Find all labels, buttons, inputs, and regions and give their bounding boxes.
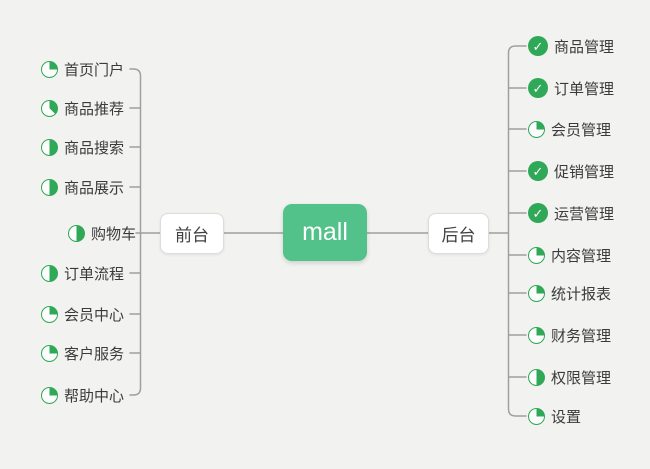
progress-pie-icon bbox=[40, 99, 58, 117]
progress-pie-icon bbox=[40, 138, 58, 156]
progress-pie-icon bbox=[528, 326, 545, 344]
topic-label: 内容管理 bbox=[551, 247, 612, 265]
progress-pie-icon bbox=[528, 246, 545, 264]
mindmap-topic[interactable]: 商品推荐 bbox=[40, 97, 124, 119]
mindmap-topic[interactable]: ✓ 运营管理 bbox=[528, 202, 614, 224]
mindmap-topic[interactable]: 商品搜索 bbox=[40, 136, 124, 158]
mindmap-topic[interactable]: ✓ 订单管理 bbox=[528, 77, 614, 99]
topic-label: 客户服务 bbox=[63, 345, 124, 363]
topic-label: 商品搜索 bbox=[63, 139, 124, 157]
topic-label: 商品推荐 bbox=[63, 100, 124, 118]
progress-pie-icon bbox=[528, 368, 545, 386]
progress-pie-icon bbox=[528, 284, 545, 302]
topic-label: 会员中心 bbox=[63, 306, 124, 324]
mindmap-topic[interactable]: 购物车 bbox=[67, 222, 136, 244]
mindmap-topic[interactable]: 设置 bbox=[528, 405, 581, 427]
mindmap-topic[interactable]: 会员管理 bbox=[528, 118, 611, 140]
mindmap-topic[interactable]: ✓ 商品管理 bbox=[528, 35, 614, 57]
topic-label: 购物车 bbox=[90, 225, 136, 243]
check-icon: ✓ bbox=[528, 78, 548, 98]
mindmap-topic[interactable]: 商品展示 bbox=[40, 176, 124, 198]
branch-node-backend[interactable]: 后台 bbox=[428, 213, 489, 254]
topic-label: 订单管理 bbox=[554, 80, 615, 98]
topic-label: 权限管理 bbox=[551, 369, 612, 387]
check-icon: ✓ bbox=[528, 36, 548, 56]
progress-pie-icon bbox=[528, 407, 545, 425]
progress-pie-icon bbox=[40, 305, 58, 323]
topic-label: 商品展示 bbox=[63, 179, 124, 197]
mindmap-topic[interactable]: 订单流程 bbox=[40, 262, 124, 284]
mindmap-topic[interactable]: 帮助中心 bbox=[40, 384, 124, 406]
mindmap-topic[interactable]: ✓ 促销管理 bbox=[528, 160, 614, 182]
topic-label: 会员管理 bbox=[551, 121, 612, 139]
topic-label: 统计报表 bbox=[551, 285, 612, 303]
progress-pie-icon bbox=[528, 120, 545, 138]
topic-label: 设置 bbox=[551, 408, 582, 426]
progress-pie-icon bbox=[40, 60, 58, 78]
check-icon: ✓ bbox=[528, 161, 548, 181]
progress-pie-icon bbox=[40, 264, 58, 282]
progress-pie-icon bbox=[40, 386, 58, 404]
mindmap-topic[interactable]: 财务管理 bbox=[528, 324, 611, 346]
branch-node-frontend[interactable]: 前台 bbox=[160, 213, 224, 254]
topic-label: 商品管理 bbox=[554, 38, 615, 56]
mindmap-topic[interactable]: 首页门户 bbox=[40, 58, 124, 80]
mindmap-topic[interactable]: 客户服务 bbox=[40, 342, 124, 364]
mindmap-topic[interactable]: 会员中心 bbox=[40, 303, 124, 325]
mindmap-topic[interactable]: 权限管理 bbox=[528, 366, 611, 388]
root-node-mall[interactable]: mall bbox=[283, 204, 367, 261]
check-icon: ✓ bbox=[528, 203, 548, 223]
topic-label: 财务管理 bbox=[551, 327, 612, 345]
topic-label: 首页门户 bbox=[63, 61, 124, 79]
progress-pie-icon bbox=[40, 178, 58, 196]
progress-pie-icon bbox=[67, 224, 85, 242]
mindmap-topic[interactable]: 统计报表 bbox=[528, 282, 611, 304]
topic-label: 促销管理 bbox=[554, 163, 615, 181]
mindmap-topic[interactable]: 内容管理 bbox=[528, 244, 611, 266]
topic-label: 运营管理 bbox=[554, 205, 615, 223]
topic-label: 订单流程 bbox=[63, 265, 124, 283]
topic-label: 帮助中心 bbox=[63, 387, 124, 405]
progress-pie-icon bbox=[40, 344, 58, 362]
